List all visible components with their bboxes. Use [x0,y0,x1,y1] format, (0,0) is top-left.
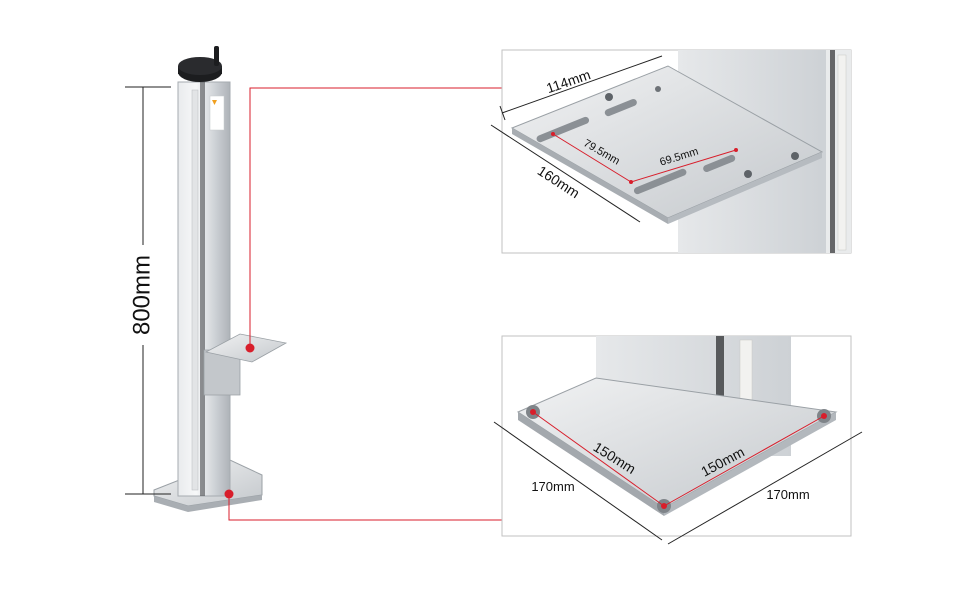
slot-spacing-line-b [630,149,737,183]
base-callout-line [228,494,502,521]
base-side-line-right [667,431,863,545]
hole-spacing-line-left [532,411,665,507]
height-dimension: 800mm [125,86,171,495]
stand-product-image [153,46,288,512]
hole-spacing-line-right [663,415,825,507]
base-side-label-right: 170mm [766,487,809,502]
slot-spacing-line-a [552,133,632,183]
column-slot [200,82,205,496]
slot [633,168,687,195]
slot [536,116,590,143]
screw [791,152,799,160]
slot [604,98,637,117]
stand-base-plate-edge [154,495,262,512]
handwheel-handle [214,46,219,66]
slot [703,154,736,173]
platform-length-line [501,55,663,114]
base-side-label-left: 170mm [531,479,574,494]
base-side-line-left [493,421,663,541]
screw [605,93,613,101]
screw [744,170,752,178]
detail-column-slot [830,50,835,253]
base-detail-panel: 150mm 150mm 170mm 170mm [493,335,863,545]
warning-icon [212,100,217,105]
platform-callout-line [249,87,502,348]
height-dimension-label: 800mm [128,255,155,335]
warning-label [209,95,225,131]
detail-ruler [837,54,847,251]
platform-width-line [490,124,641,223]
column-scale [191,89,199,491]
screw [655,86,661,92]
platform-detail-panel: 79.5mm 69.5mm 114mm 160mm [490,49,852,254]
